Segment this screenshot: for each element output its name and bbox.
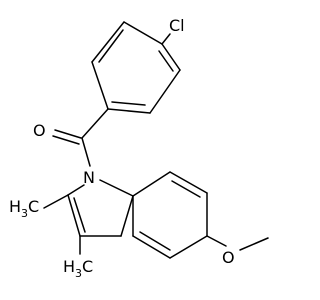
- ring-bond: [161, 43, 181, 71]
- c-cl-bond: [161, 33, 171, 45]
- ring-bond: [149, 69, 181, 114]
- ring-bond: [67, 184, 85, 196]
- ring-double-bond: [98, 29, 124, 63]
- c2-methyl-bond: [43, 194, 69, 209]
- ring-double-bond: [139, 231, 171, 251]
- carbonyl-double-bond: [54, 129, 82, 139]
- methyl-c3-c: C: [82, 257, 93, 276]
- carbonyl-to-nitrogen-bond: [81, 137, 91, 167]
- ring-double-bond: [158, 50, 174, 72]
- ring-to-carbonyl-bond: [81, 108, 109, 139]
- ring-double-bond: [73, 197, 86, 233]
- ring-bond: [120, 195, 134, 237]
- ring-bond: [123, 21, 163, 45]
- ring-double-bond: [171, 180, 201, 198]
- pyrrole-ring: [67, 179, 134, 237]
- ring-bond: [107, 108, 151, 114]
- ring-bond: [169, 171, 208, 194]
- ring-bond: [67, 194, 81, 237]
- carbonyl-double-bond: [52, 135, 80, 145]
- benzo-ring: [132, 171, 208, 259]
- ring-bond: [91, 61, 109, 110]
- nitrogen-label: N: [83, 168, 95, 187]
- methyl-c2-c: C: [28, 197, 39, 216]
- methyl-c3-label: H3C: [63, 257, 93, 280]
- methyl-c2-label: H3C: [9, 197, 39, 220]
- ring-double-bond: [111, 101, 146, 106]
- ring-bond: [169, 235, 208, 259]
- methyl-c3-subscript: 3: [75, 267, 82, 280]
- chlorine-label: Cl: [169, 16, 185, 35]
- o-methyl-bond: [239, 237, 269, 251]
- methoxy-oxygen-label: O: [222, 248, 235, 267]
- c-o-methoxy-bond: [206, 235, 227, 247]
- carbonyl-oxygen-label: O: [33, 121, 46, 140]
- ring-bond: [132, 171, 171, 197]
- methyl-c3-h: H: [63, 257, 75, 276]
- chlorophenyl-ring: [91, 21, 181, 114]
- methyl-c2-subscript: 3: [21, 207, 28, 220]
- ring-bond: [99, 179, 134, 197]
- methyl-c2-h: H: [9, 197, 21, 216]
- ring-bond: [132, 235, 171, 259]
- structure-drawing: Cl O N O H3C H3C: [9, 16, 269, 280]
- ring-bond: [91, 21, 125, 63]
